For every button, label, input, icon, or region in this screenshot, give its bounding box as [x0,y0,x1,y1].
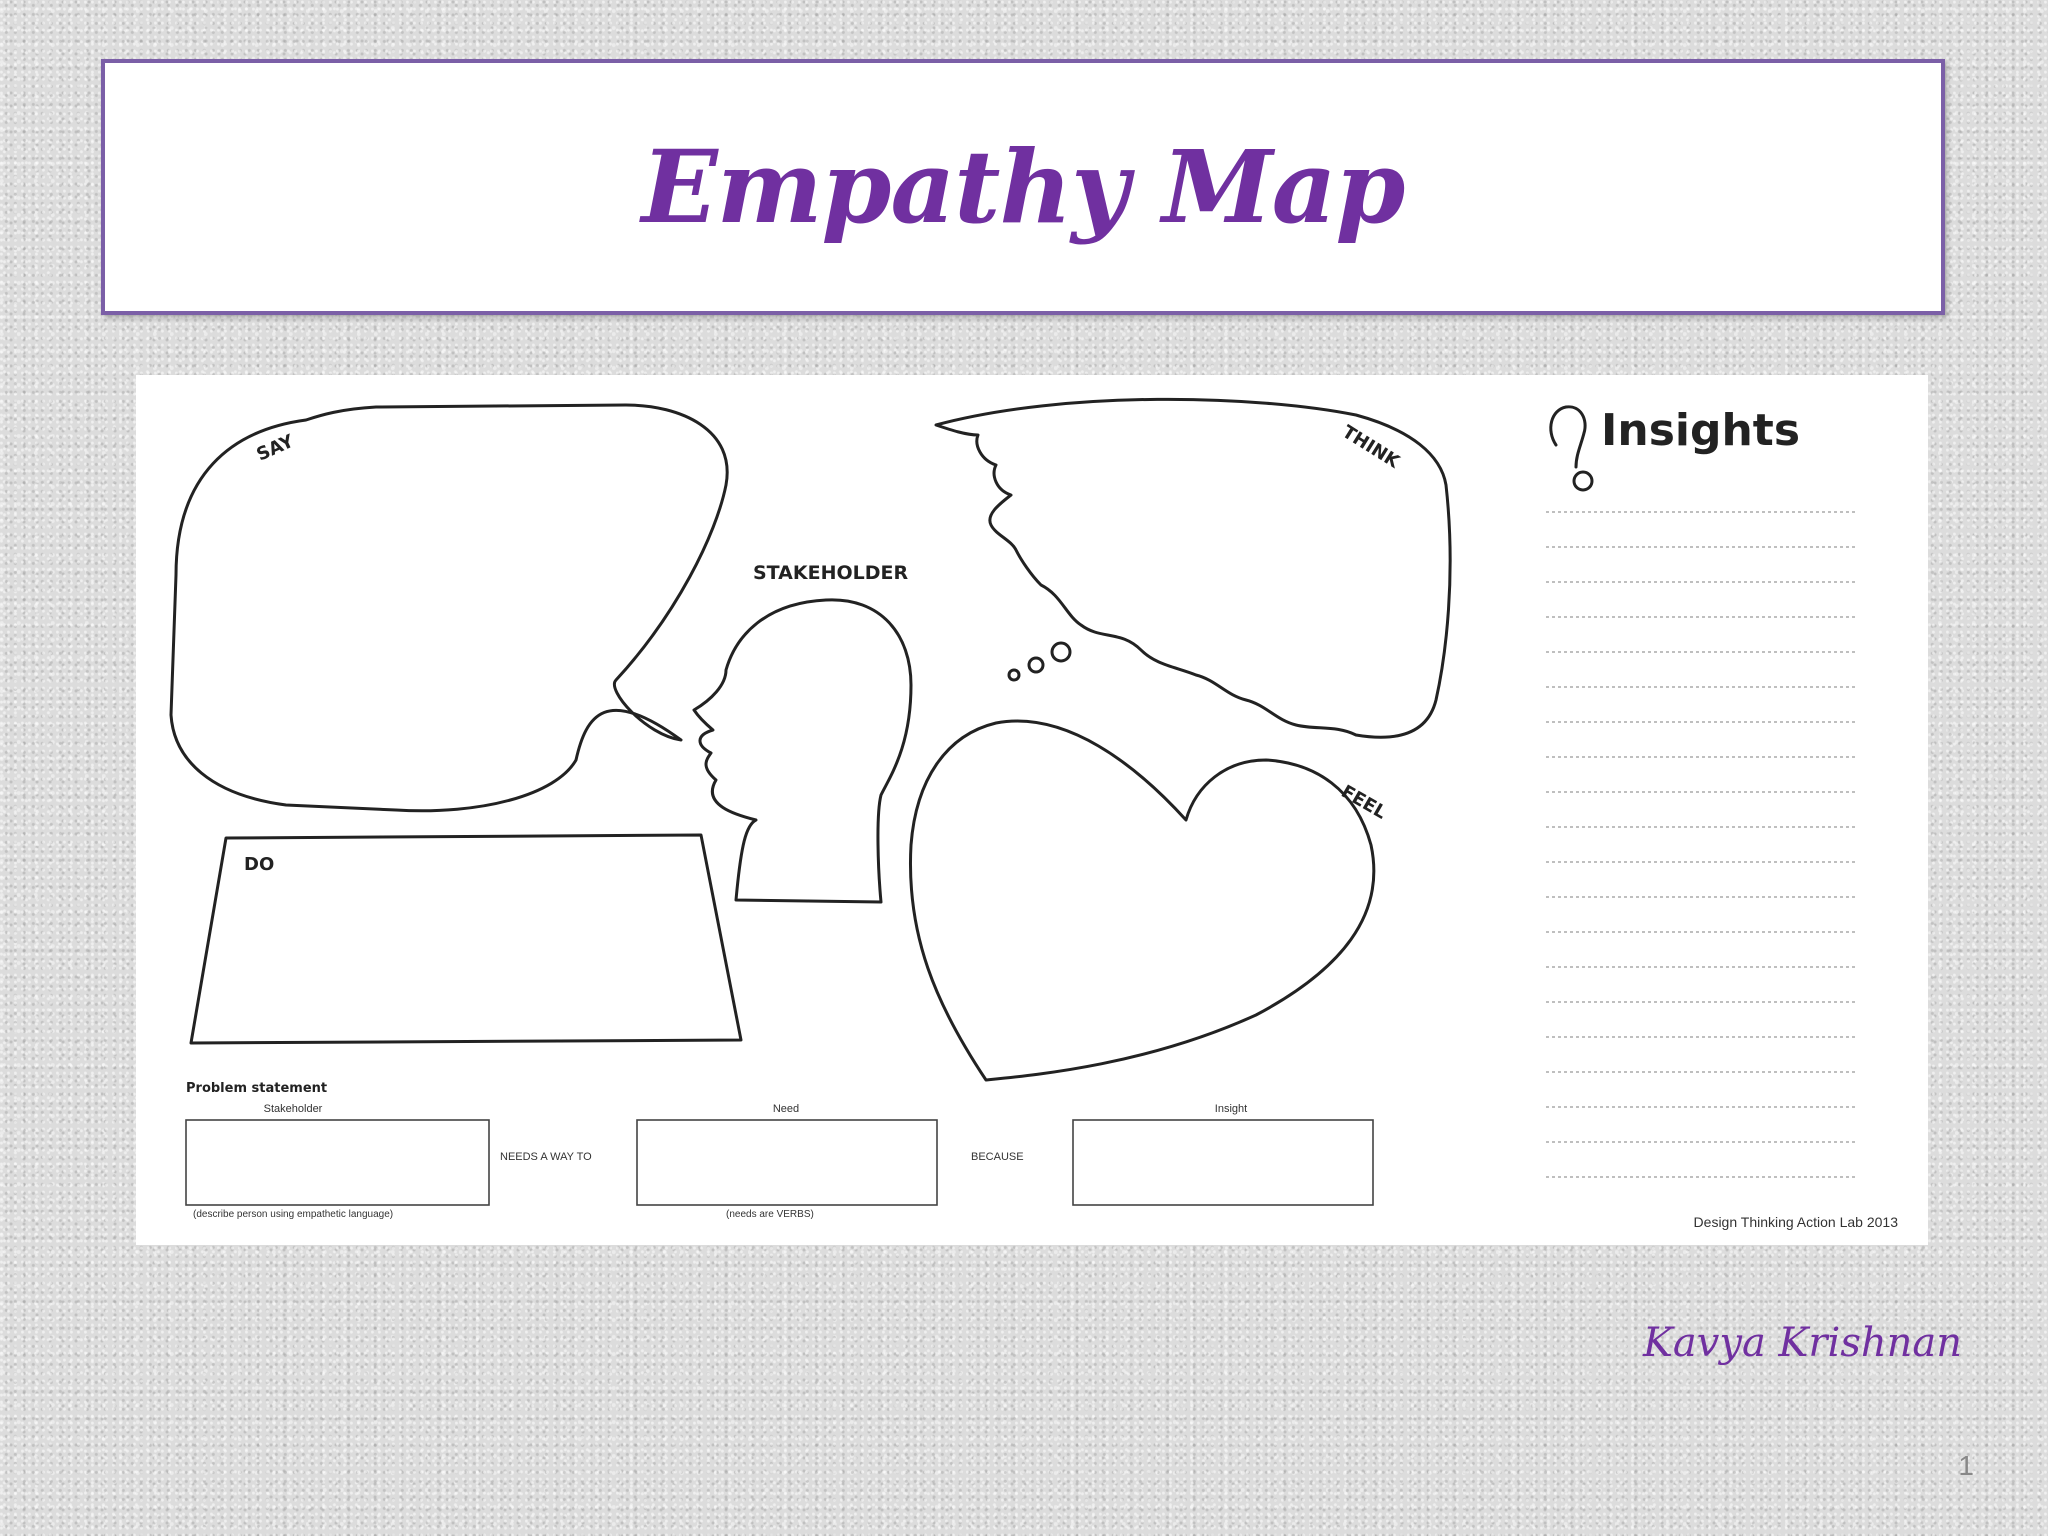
stakeholder-note: (describe person using empathetic langua… [193,1209,393,1220]
page-number: 1 [1958,1450,1974,1481]
insight-col-label: Insight [1215,1103,1247,1115]
stakeholder-head [692,598,913,904]
problem-statement-heading: Problem statement [186,1081,327,1096]
title-box: Empathy Map [101,59,1945,315]
stakeholder-label: STAKEHOLDER [753,562,908,584]
thought-dot-2 [1027,656,1045,674]
insights-lines [1546,511,1858,1178]
do-box [189,833,743,1045]
thought-dot-1 [1007,668,1021,682]
feel-label: FEEL [1338,781,1390,823]
author-name: Kavya Krishnan [1643,1320,1962,1366]
empathy-map-diagram: SAY DO STAKEHOLDER THINK FEEL Insights [136,375,1928,1245]
lightbulb-icon [1549,405,1594,492]
slide-title: Empathy Map [641,128,1406,246]
stakeholder-input-box [185,1119,490,1206]
insight-input-box [1072,1119,1374,1206]
feel-heart [908,719,1376,1082]
say-bubble [169,403,729,813]
do-label: DO [244,854,274,875]
needs-a-way-to-label: NEEDS A WAY TO [500,1151,592,1163]
stakeholder-col-label: Stakeholder [264,1103,323,1115]
say-label: SAY [253,430,297,465]
thought-dot-3 [1050,641,1072,663]
need-col-label: Need [773,1103,799,1115]
need-note: (needs are VERBS) [726,1209,814,1220]
need-input-box [636,1119,938,1206]
credit-label: Design Thinking Action Lab 2013 [1694,1214,1899,1230]
because-label: BECAUSE [971,1151,1024,1163]
think-bubble [934,397,1452,739]
empathy-map-svg: SAY DO STAKEHOLDER THINK FEEL Insights [169,397,1899,1230]
insights-title: Insights [1601,405,1800,456]
